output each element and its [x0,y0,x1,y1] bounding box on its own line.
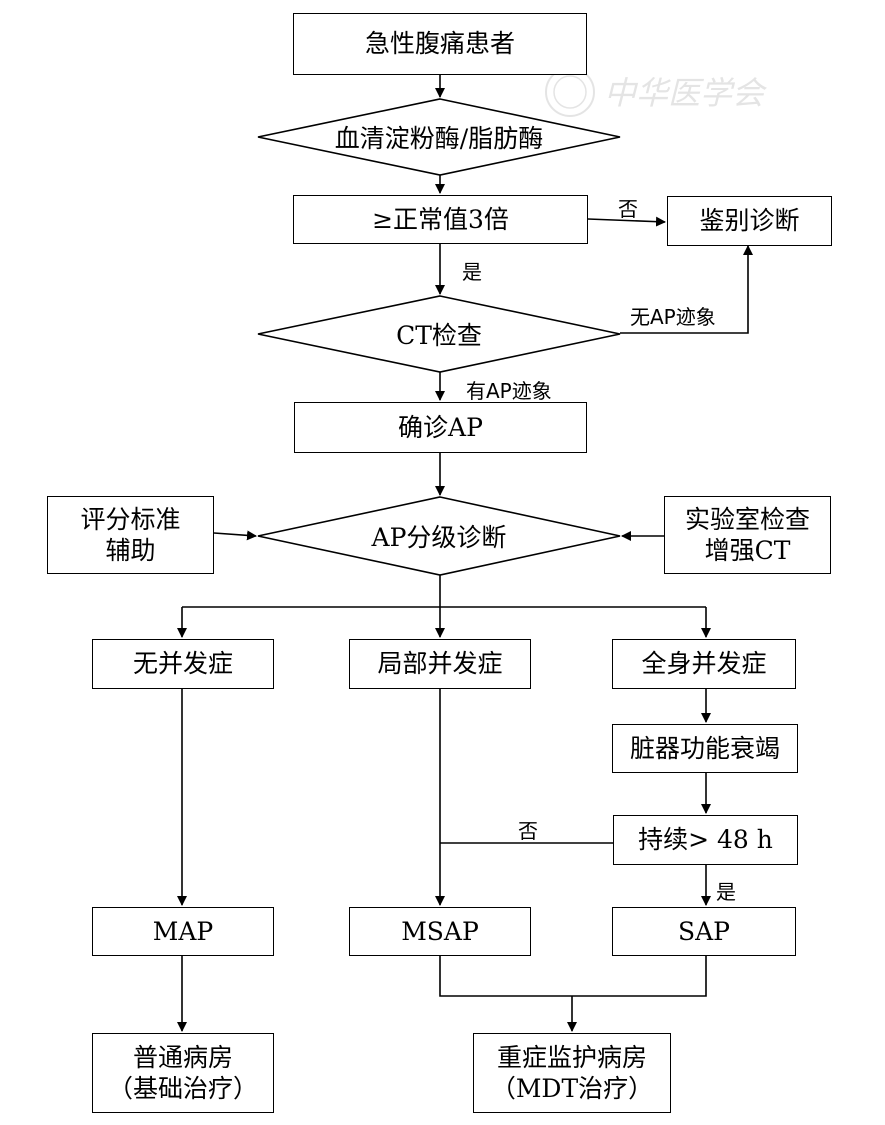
node-organ-failure: 脏器功能衰竭 [612,724,798,773]
node-local-complication: 局部并发症 [349,639,531,689]
node-grading: AP分级诊断 [371,523,507,552]
label-yes-persist: 是 [716,880,736,904]
node-map: MAP [92,907,274,956]
node-threshold: ≥正常值3倍 [293,195,588,244]
label-no-threshold: 否 [618,197,638,221]
node-ct: CT检查 [396,321,482,350]
label-no-persist: 否 [518,819,538,843]
watermark-logo: 中华医学会 [545,67,767,117]
node-lab: 实验室检查 增强CT [664,496,831,574]
node-no-complication: 无并发症 [92,639,274,689]
node-systemic-complication: 全身并发症 [612,639,796,689]
label-yes-threshold: 是 [462,260,482,284]
node-confirm: 确诊AP [294,402,587,453]
node-differential: 鉴别诊断 [667,196,832,246]
watermark-text: 中华医学会 [604,74,767,112]
node-sap: SAP [612,907,796,956]
node-enzyme: 血清淀粉酶/脂肪酶 [334,124,544,153]
node-score: 评分标准 辅助 [47,496,214,574]
label-has-ap-signs: 有AP迹象 [466,379,552,403]
node-general-ward: 普通病房 （基础治疗） [92,1033,274,1113]
label-no-ap-signs: 无AP迹象 [630,305,716,329]
node-persist: 持续> 48 h [613,815,798,865]
node-patient: 急性腹痛患者 [293,13,587,75]
node-icu: 重症监护病房 （MDT治疗） [473,1033,671,1113]
node-msap: MSAP [349,907,531,956]
